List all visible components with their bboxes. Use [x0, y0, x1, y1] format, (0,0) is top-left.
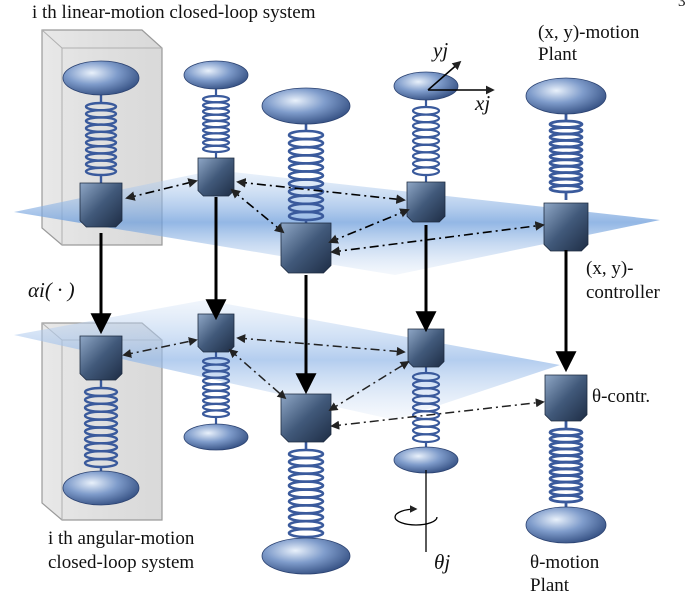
controller-agent1-theta [79, 335, 123, 381]
controller-agent1-xy [79, 182, 123, 228]
theta-controller-label: θ-contr. [592, 386, 651, 407]
controller-agent4-xy [406, 181, 446, 223]
spring-agent5-top [548, 113, 584, 200]
axis-x-label: xj [475, 91, 491, 115]
xy-controller-label-line1: (x, y)- [586, 258, 634, 279]
theta-axis-label: θj [434, 550, 451, 574]
page-number: 3 [678, 0, 686, 10]
angular-system-title-line1: i th angular-motion [48, 528, 195, 549]
mass-agent4-top [393, 71, 459, 101]
mass-agent5-top [525, 77, 607, 115]
controller-agent3-theta [280, 393, 332, 443]
mass-agent4-bottom [393, 446, 459, 474]
vertical-arrows [90, 197, 577, 395]
mass-agent5-bottom [525, 506, 607, 544]
mass-agent2-top [183, 60, 249, 90]
mass-agent1-bottom [62, 470, 140, 506]
controller-agent5-theta [544, 374, 588, 422]
spring-agent3-top [287, 123, 325, 228]
xy-controller-label-line2: controller [586, 282, 660, 303]
masses-layer [62, 60, 607, 575]
top-plane-links [125, 178, 545, 256]
spring-agent1-top [84, 95, 118, 183]
controller-agent2-xy [197, 157, 235, 197]
angular-system-title-line2: closed-loop system [48, 552, 195, 573]
spring-agent5-bottom [548, 421, 584, 510]
theta-controller-plane [14, 300, 560, 420]
spring-agent4-top [411, 99, 441, 183]
theta-rotation-icon [394, 470, 438, 552]
mass-agent2-bottom [183, 423, 249, 451]
controller-agent2-theta [197, 313, 235, 353]
alpha-map-label: αi( · ) [28, 278, 75, 302]
controller-agent5-xy [543, 202, 589, 252]
springs-layer [83, 88, 584, 545]
bottom-plane-links [122, 334, 545, 430]
mass-agent3-bottom [261, 537, 351, 575]
controller-agent3-xy [280, 222, 332, 274]
axis-y-label: yj [433, 38, 449, 62]
xy-plant-label-line2: Plant [538, 44, 578, 65]
mass-agent1-top [62, 60, 140, 96]
spring-agent2-top [201, 88, 231, 160]
linear-system-title: i th linear-motion closed-loop system [32, 2, 316, 23]
theta-plant-label-line1: θ-motion [530, 552, 600, 573]
controller-agent4-theta [407, 328, 445, 368]
xy-axes-icon [427, 60, 495, 95]
mass-agent3-top [261, 87, 351, 125]
spring-agent3-bottom [287, 442, 325, 545]
theta-plant-label-line2: Plant [530, 575, 570, 596]
xy-plant-label-line1: (x, y)-motion [538, 22, 640, 43]
